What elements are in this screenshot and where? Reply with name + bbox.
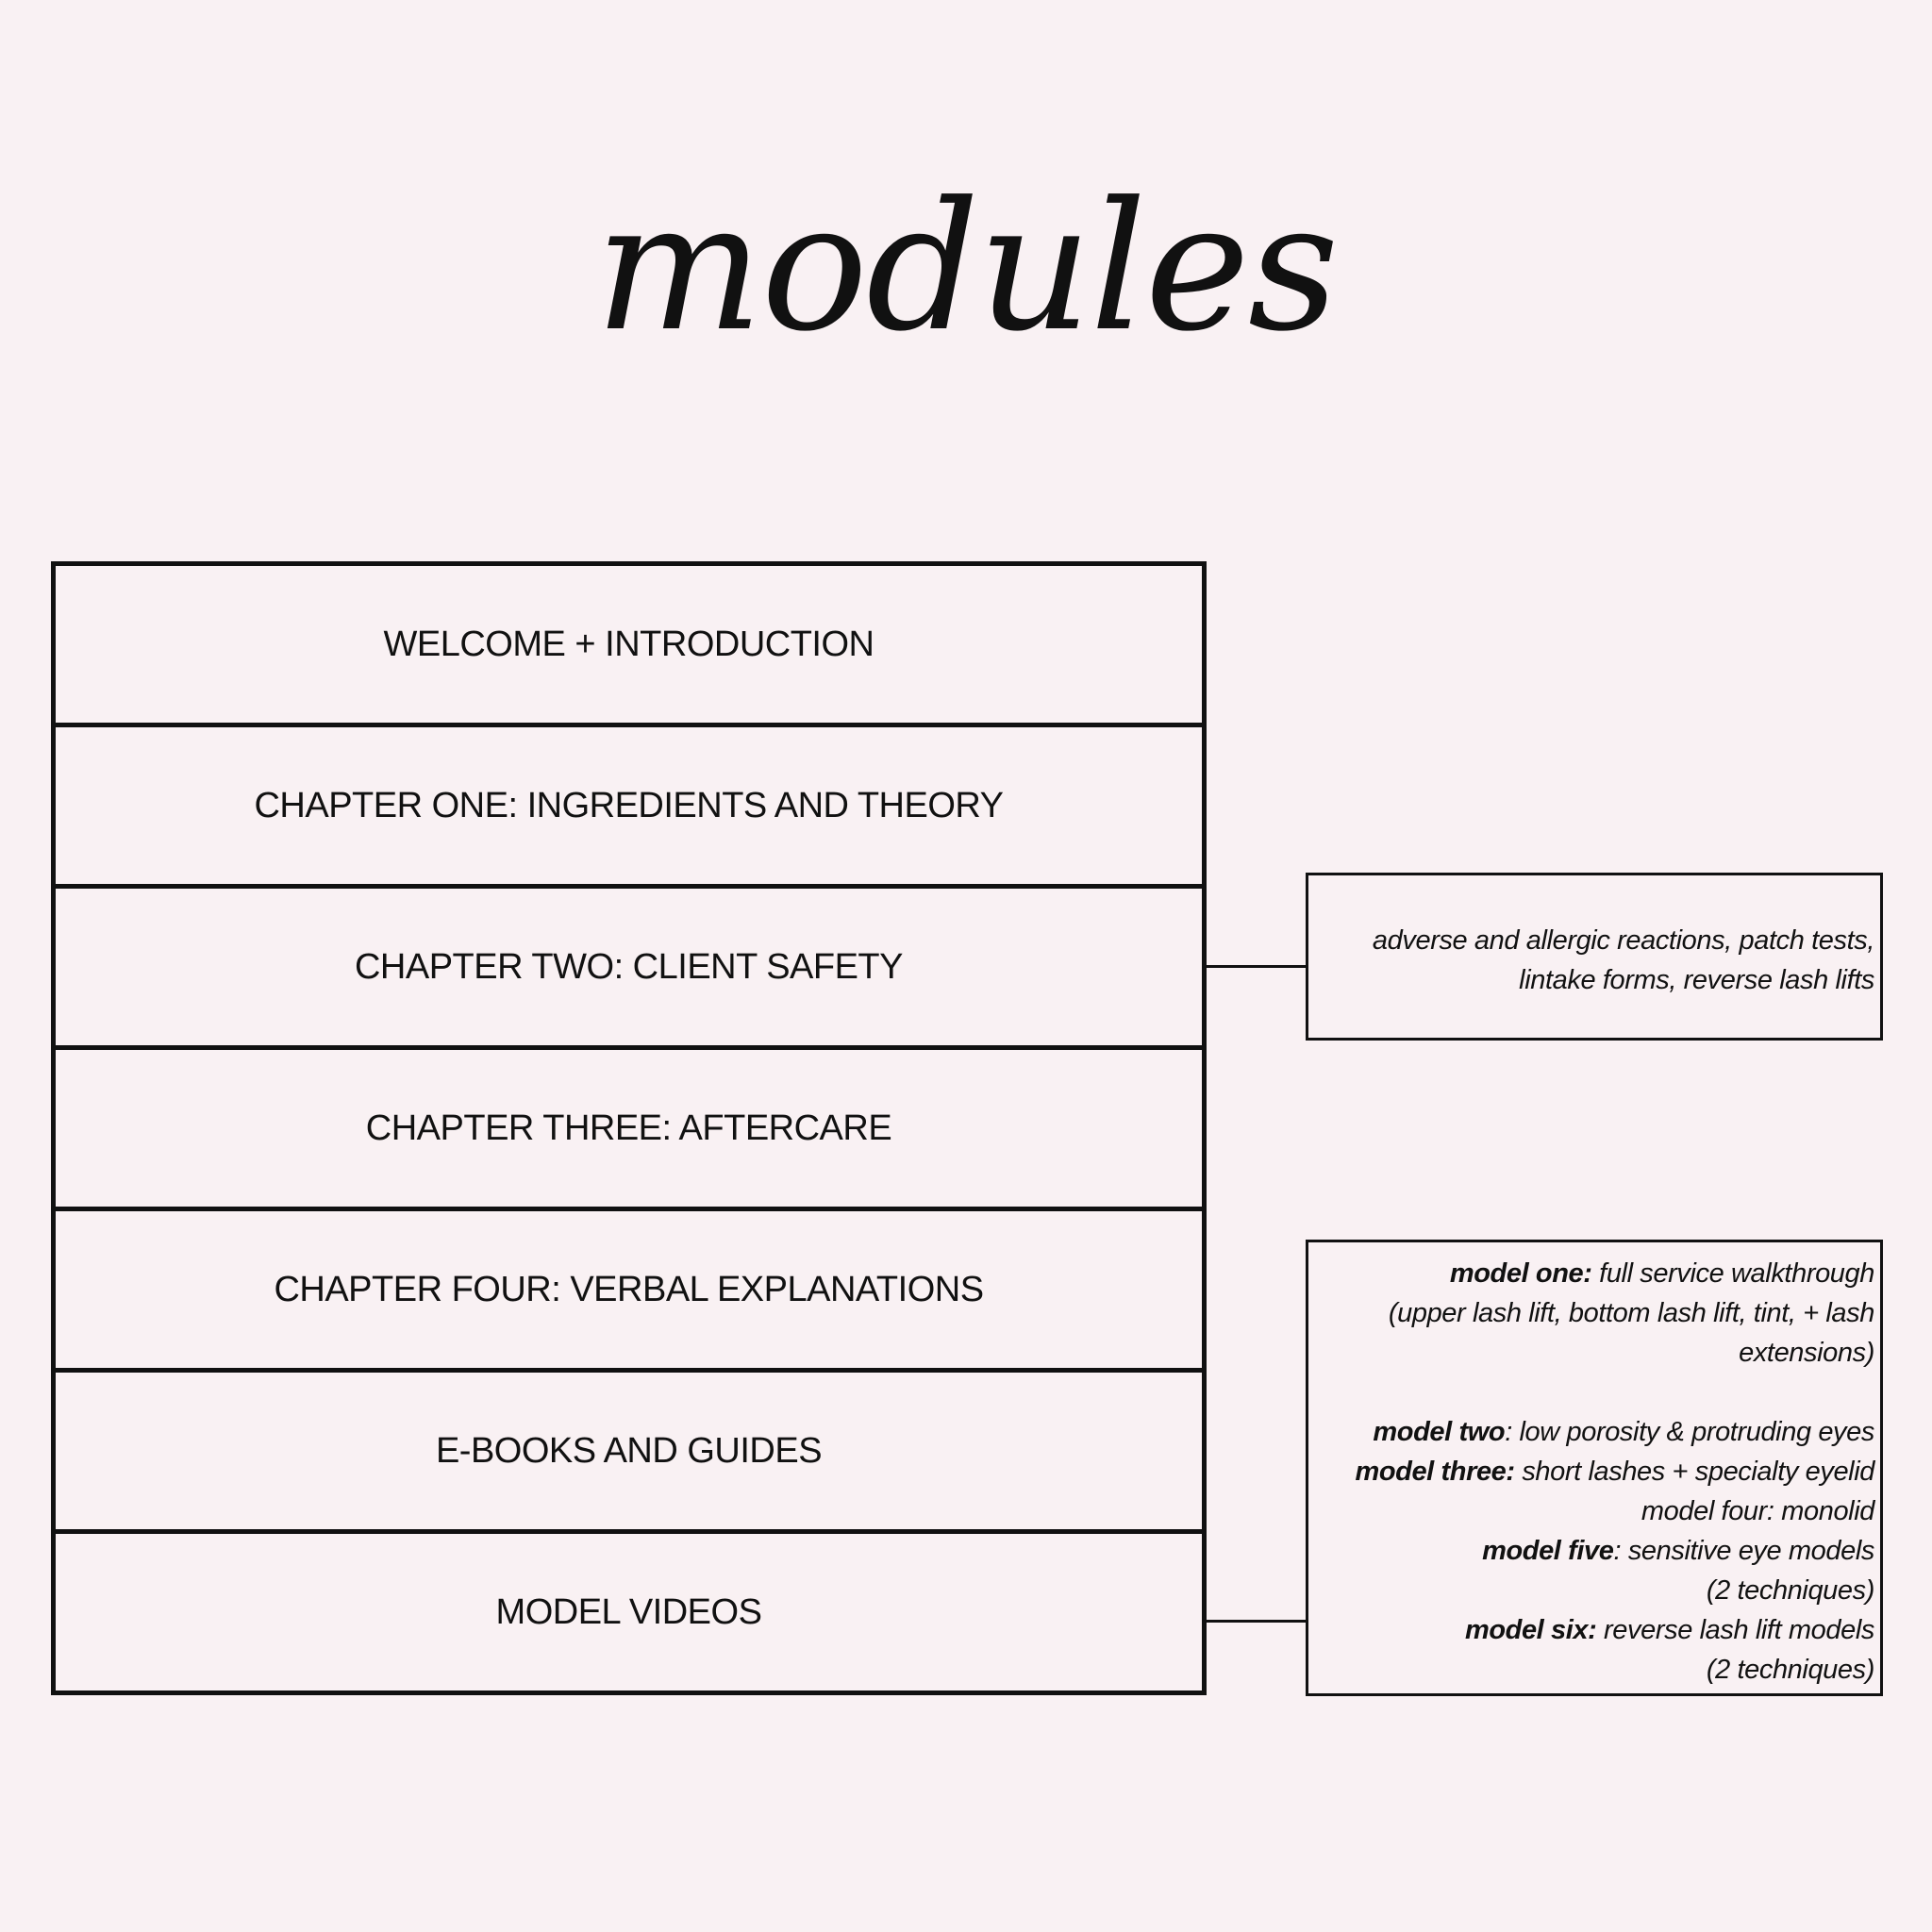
module-row-chapter-four[interactable]: CHAPTER FOUR: VERBAL EXPLANATIONS: [56, 1211, 1202, 1373]
model-five-detail: (2 techniques): [1706, 1575, 1875, 1606]
client-safety-note: adverse and allergic reactions, patch te…: [1306, 873, 1883, 1041]
modules-table: WELCOME + INTRODUCTION CHAPTER ONE: INGR…: [51, 561, 1207, 1695]
module-row-chapter-one[interactable]: CHAPTER ONE: INGREDIENTS AND THEORY: [56, 727, 1202, 889]
model-one-detail-end: extensions): [1739, 1338, 1874, 1368]
model-five-label: model five: [1482, 1536, 1614, 1566]
model-two-label: model two: [1373, 1417, 1506, 1447]
model-six-line: model six: reverse lash lift models: [1308, 1610, 1874, 1650]
spacer: [1308, 1373, 1874, 1412]
module-row-chapter-two[interactable]: CHAPTER TWO: CLIENT SAFETY: [56, 889, 1202, 1050]
model-six-detail: (2 techniques): [1706, 1655, 1875, 1685]
model-five-text: : sensitive eye models: [1613, 1536, 1875, 1566]
model-two-text: : low porosity & protruding eyes: [1505, 1417, 1874, 1447]
model-one-text: full service walkthrough: [1591, 1258, 1874, 1289]
model-one-line: model one: full service walkthrough: [1308, 1254, 1875, 1293]
model-three-line: model three: short lashes + specialty ey…: [1308, 1452, 1874, 1491]
model-one-label: model one:: [1449, 1258, 1592, 1289]
page-title: modules: [594, 164, 1340, 371]
module-row-chapter-three[interactable]: CHAPTER THREE: AFTERCARE: [56, 1050, 1202, 1211]
model-three-label: model three:: [1355, 1457, 1515, 1487]
client-safety-connector: [1207, 965, 1307, 968]
model-five-line: model five: sensitive eye models: [1308, 1531, 1874, 1571]
model-four-line: model four: monolid: [1641, 1496, 1874, 1526]
model-videos-note: model one: full service walkthrough (upp…: [1306, 1240, 1883, 1696]
module-row-model-videos[interactable]: MODEL VIDEOS: [495, 1591, 762, 1632]
note-line: lintake forms, reverse lash lifts: [1519, 965, 1874, 995]
note-line: adverse and allergic reactions, patch te…: [1372, 925, 1874, 956]
model-six-label: model six:: [1464, 1615, 1597, 1645]
model-one-detail: (upper lash lift, bottom lash lift, tint…: [1388, 1298, 1875, 1328]
model-three-text: short lashes + specialty eyelid: [1514, 1457, 1874, 1487]
model-two-line: model two: low porosity & protruding eye…: [1308, 1412, 1874, 1452]
module-row-welcome[interactable]: WELCOME + INTRODUCTION: [56, 566, 1202, 727]
module-row-ebooks[interactable]: E-BOOKS AND GUIDES: [56, 1373, 1202, 1534]
model-videos-connector: [1207, 1620, 1307, 1623]
model-six-text: reverse lash lift models: [1596, 1615, 1874, 1645]
